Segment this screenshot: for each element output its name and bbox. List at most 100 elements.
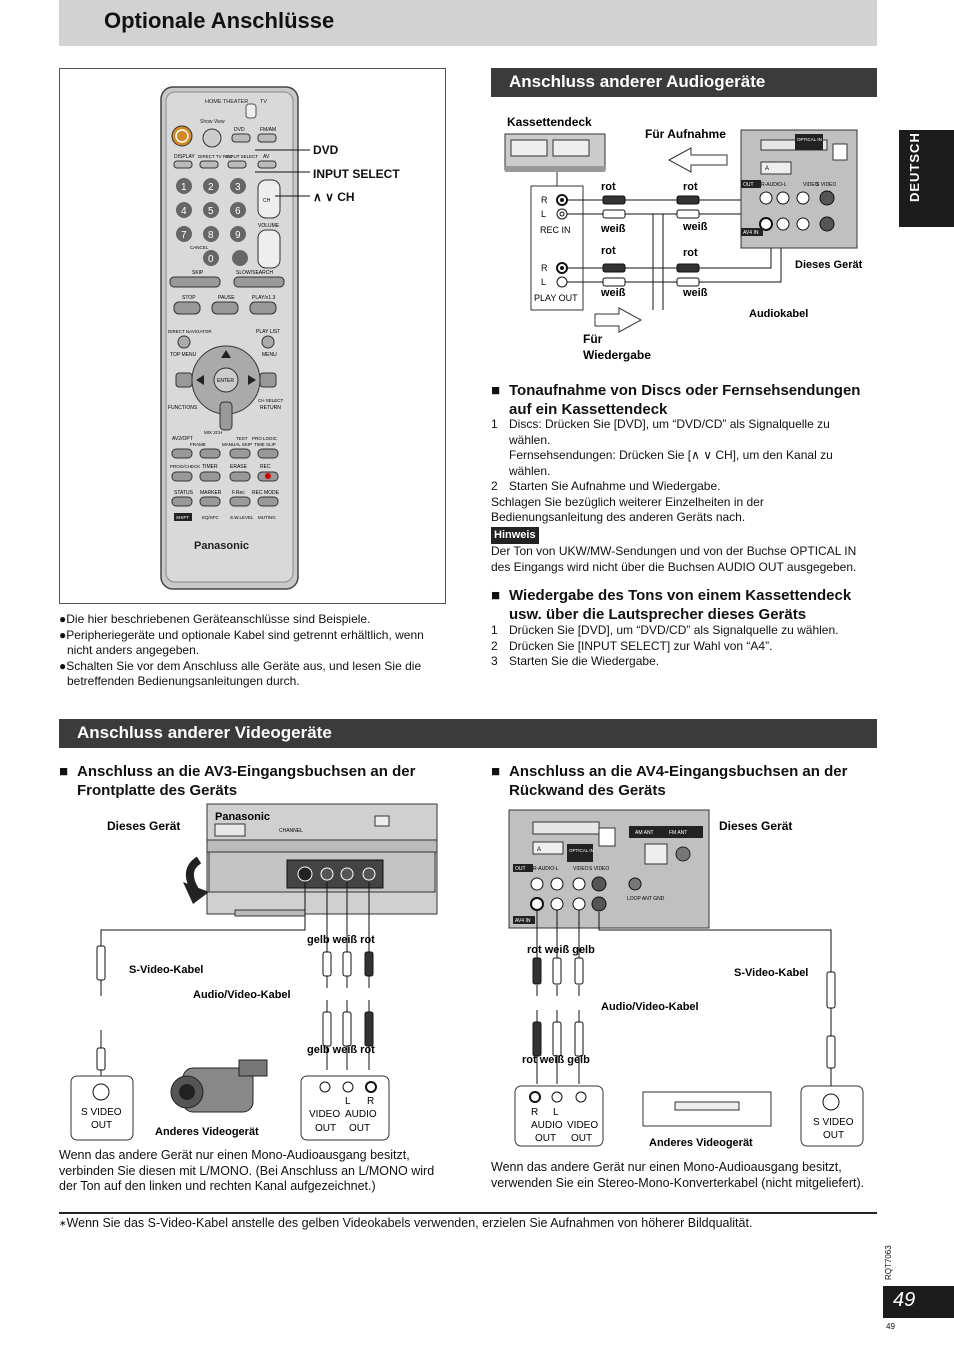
svg-text:4: 4 — [181, 206, 187, 217]
video-right-heading: ■Anschluss an die AV4-Eingangsbuchsen an… — [491, 763, 848, 799]
remote-brand-logo: Panasonic — [194, 540, 249, 552]
video-left-colors-top: gelb weiß rot — [307, 934, 375, 946]
remote-key-frame: FRAME — [190, 442, 206, 447]
svg-text:L: L — [541, 277, 546, 287]
video-left-anderes: Anderes Videogerät — [155, 1126, 259, 1138]
svg-text:A: A — [537, 847, 541, 853]
svg-text:AUDIO: AUDIO — [345, 1109, 377, 1120]
video-section-header: Anschluss anderer Videogeräte — [59, 719, 877, 748]
svg-text:REC IN: REC IN — [540, 225, 571, 235]
video-left-diagram: Dieses Gerät Panasonic CHANNEL gelb weiß… — [70, 803, 438, 1141]
footnote-divider — [59, 1212, 877, 1214]
audio-s1-after: Schlagen Sie bezüglich weiterer Einzelhe… — [491, 494, 764, 525]
remote-key-muting: MUTING — [258, 515, 276, 520]
svg-text:weiß: weiß — [600, 223, 626, 235]
video-right-dieses-geraet: Dieses Gerät — [719, 819, 792, 833]
remote-key-rec-mode: REC MODE — [252, 490, 280, 496]
language-tab: DEUTSCH — [899, 130, 954, 227]
svg-text:R-AUDIO-L: R-AUDIO-L — [761, 182, 787, 188]
remote-label-dvd: DVD — [313, 143, 339, 157]
page-number-small: 49 — [886, 1322, 895, 1331]
audio-label-dieses-geraet: Dieses Gerät — [795, 259, 863, 271]
svg-text:AV4 IN: AV4 IN — [743, 230, 759, 236]
video-left-note: Wenn das andere Gerät nur einen Mono-Aud… — [59, 1148, 435, 1193]
remote-key-ch: CH — [263, 198, 271, 204]
remote-callout-lines — [255, 149, 310, 197]
svg-text:S VIDEO: S VIDEO — [813, 1117, 854, 1128]
svg-text:8: 8 — [208, 230, 214, 241]
remote-key-top-menu: TOP MENU — [170, 352, 197, 358]
svg-text:R: R — [531, 1107, 538, 1118]
svg-text:S VIDEO: S VIDEO — [589, 866, 609, 872]
remote-key-play: PLAY/x1.3 — [252, 295, 275, 301]
audio-label-wiedergabe: Wiedergabe — [583, 348, 651, 362]
svg-text:R: R — [541, 195, 548, 205]
video-right-s-video-kabel: S-Video-Kabel — [734, 967, 808, 979]
svg-text:S VIDEO: S VIDEO — [81, 1107, 122, 1118]
remote-key-prog-check: PROG/CHECK — [170, 464, 200, 469]
page-title: Optionale Anschlüsse — [104, 8, 335, 33]
svg-text:VIDEO: VIDEO — [803, 182, 819, 188]
remote-key-av2-opt: AV2/OPT — [172, 436, 193, 442]
video-left-heading: ■Anschluss an die AV3-Eingangsbuchsen an… — [59, 763, 416, 799]
remote-key-mix-2ch: MIX 2CH — [204, 430, 222, 435]
svg-text:rot: rot — [683, 247, 698, 259]
remote-control-illustration: HOME THEATER TV Show View DVD FM/AM DISP… — [160, 86, 299, 590]
svg-text:R: R — [541, 263, 548, 273]
svg-text:0: 0 — [208, 254, 214, 265]
video-left-s-video-kabel: S-Video-Kabel — [129, 964, 203, 976]
svg-text:2: 2 — [208, 182, 214, 193]
remote-key-manual-skip: MANUAL SKIP — [222, 442, 252, 447]
svg-text:AV4 IN: AV4 IN — [515, 918, 531, 924]
remote-key-s-w-level: S.W.LEVEL — [230, 515, 254, 520]
remote-key-functions: FUNCTIONS — [168, 405, 198, 411]
audio-s1-step: Fernsehsendungen: Drücken Sie [∧ ∨ CH], … — [509, 448, 833, 478]
remote-digit-keys: 1 2 3 4 5 6 7 8 9 0 — [176, 178, 246, 266]
svg-text:R: R — [367, 1096, 374, 1107]
remote-key-stop: STOP — [182, 295, 196, 301]
audio-connection-diagram: Kassettendeck Für Aufnahme R L REC IN R … — [504, 115, 863, 362]
remote-key-home-theater: HOME THEATER — [205, 99, 248, 105]
hinweis-badge: Hinweis — [491, 526, 539, 544]
svg-text:OUT: OUT — [823, 1130, 844, 1141]
svg-text:rot: rot — [601, 245, 616, 257]
remote-key-erase: ERASE — [230, 464, 248, 470]
remote-key-f-rec: F.Rec — [232, 490, 245, 496]
svg-text:9: 9 — [235, 230, 241, 241]
remote-key-pro-logic: PRO LOGIC — [252, 436, 278, 441]
remote-key-fm-am: FM/AM — [260, 127, 276, 133]
remote-key-tv: TV — [260, 99, 267, 105]
audio-label-kassettendeck: Kassettendeck — [507, 115, 592, 129]
remote-key-slow-search: SLOW/SEARCH — [236, 270, 273, 276]
svg-text:OUT: OUT — [315, 1123, 336, 1134]
video-right-note: Wenn das andere Gerät nur einen Mono-Aud… — [491, 1160, 865, 1190]
language-tab-label: DEUTSCH — [907, 132, 922, 202]
footnote: ∗Wenn Sie das S-Video-Kabel anstelle des… — [59, 1216, 753, 1230]
remote-key-play-list: PLAY LIST — [256, 329, 280, 335]
svg-text:A: A — [765, 166, 769, 172]
svg-text:VIDEO: VIDEO — [309, 1109, 340, 1120]
svg-text:OUT: OUT — [571, 1133, 592, 1144]
remote-key-volume: VOLUME — [258, 223, 280, 229]
remote-key-test: TEST — [236, 436, 248, 441]
remote-key-shift: SHIFT — [176, 515, 189, 520]
svg-text:AUDIO: AUDIO — [531, 1120, 563, 1131]
video-right-colors-top: rot weiß gelb — [527, 944, 595, 956]
hinweis-text: Der Ton von UKW/MW-Sendungen und von der… — [491, 544, 857, 574]
remote-key-av: AV — [263, 154, 270, 160]
remote-key-dvd: DVD — [234, 127, 245, 133]
remote-key-direct-navigator: DIRECT NAVIGATOR — [168, 329, 212, 334]
svg-text:OUT: OUT — [535, 1133, 556, 1144]
remote-key-marker: MARKER — [200, 490, 222, 496]
audio-s2-heading: ■Wiedergabe des Tons von einem Kassetten… — [491, 587, 852, 623]
svg-text:5: 5 — [208, 206, 214, 217]
video-right-anderes: Anderes Videogerät — [649, 1137, 753, 1149]
svg-text:S VIDEO: S VIDEO — [816, 182, 836, 188]
svg-text:LOOP ANT GND: LOOP ANT GND — [627, 896, 665, 902]
video-left-dieses-geraet: Dieses Gerät — [107, 819, 180, 833]
remote-key-input-select: INPUT SELECT — [226, 154, 258, 159]
svg-text:OUT: OUT — [349, 1123, 370, 1134]
svg-text:weiß: weiß — [682, 287, 708, 299]
